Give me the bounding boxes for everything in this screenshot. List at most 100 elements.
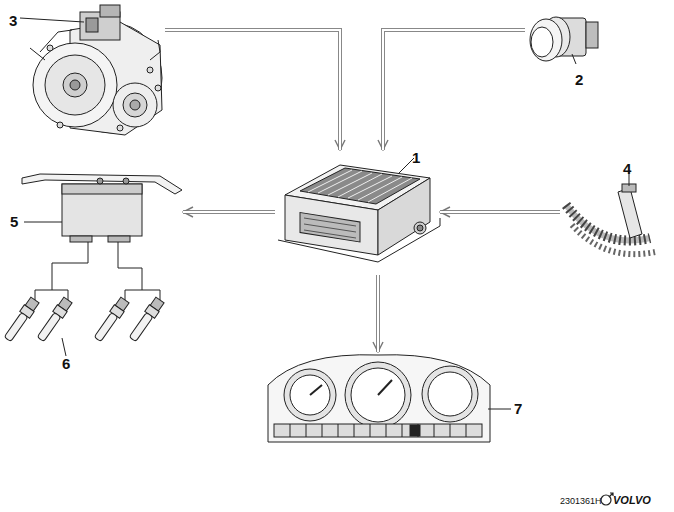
connector-outline — [383, 30, 525, 150]
instrument-cluster-component: 7 — [265, 352, 525, 450]
injection-pump-illustration-part — [40, 30, 72, 52]
switch-illustration — [530, 17, 598, 64]
switch-illustration-part — [530, 19, 562, 61]
injection-pump-illustration-part — [30, 48, 45, 60]
callout-number: 5 — [10, 214, 18, 230]
injection-pump-illustration-part — [147, 67, 153, 73]
instrument-cluster-illustration-part — [351, 368, 405, 422]
injection-pump-illustration-part — [70, 80, 80, 90]
switch-illustration-part — [586, 22, 598, 48]
injection-pump-illustration-part — [33, 43, 117, 127]
sensor-illustration-part-part — [4, 312, 28, 341]
pump-component: 3 — [5, 5, 165, 135]
switch-illustration-part — [572, 54, 576, 64]
sensor-illustration-part — [62, 338, 66, 356]
instrument-cluster-illustration-part — [410, 425, 420, 436]
callout-number: 6 — [62, 356, 70, 372]
callout-number: 7 — [514, 401, 522, 417]
signal-arrow — [383, 30, 525, 150]
relay-unit-illustration-part — [97, 178, 103, 184]
instrument-cluster-illustration-part — [378, 380, 392, 395]
instrument-cluster-illustration-part — [268, 355, 490, 442]
relay-unit-illustration-part — [118, 242, 142, 290]
injection-pump-illustration-part — [63, 73, 87, 97]
sensor-illustration-part — [93, 297, 130, 343]
resistor-coil-illustration-part — [618, 188, 642, 238]
control-unit-illustration-part — [414, 222, 426, 234]
signal-arrow — [440, 212, 560, 213]
instrument-cluster-illustration-part — [345, 362, 411, 428]
relay-unit-illustration-part — [22, 174, 182, 194]
connector-inner — [165, 30, 340, 150]
connector-outline — [52, 242, 88, 290]
relay-unit-component: 5 — [8, 170, 183, 242]
injection-pump-illustration-part — [57, 122, 63, 128]
connector-inner — [440, 211, 560, 213]
injection-pump-illustration-part — [100, 5, 120, 17]
resistor-coil-illustration — [566, 172, 655, 254]
instrument-cluster-illustration-part — [428, 372, 472, 416]
switch-illustration-part — [531, 27, 553, 57]
control-unit-illustration-part — [285, 195, 378, 255]
relay-unit-illustration-part — [108, 236, 130, 242]
brand-logo-symbol-part — [609, 493, 613, 497]
connector-outline — [376, 275, 380, 352]
control-unit-illustration — [278, 158, 440, 262]
connector-outline — [183, 210, 275, 214]
brand-logo-symbol — [601, 493, 613, 505]
sensor-illustration-part — [128, 297, 165, 343]
brand-logo-text: VOLVO — [613, 494, 651, 506]
signal-arrow — [165, 30, 340, 150]
connector-inner — [183, 211, 275, 213]
sensor-group-component: 6 — [15, 290, 195, 375]
control-unit-illustration-part — [308, 170, 412, 202]
injection-pump-illustration-part — [130, 100, 140, 110]
sensor-illustration-part — [36, 297, 73, 343]
injection-pump-illustration-part — [113, 83, 157, 127]
relay-unit-illustration-part — [62, 184, 142, 194]
instrument-cluster-illustration-part — [422, 366, 478, 422]
callout-number: 1 — [412, 150, 420, 166]
instrument-cluster-illustration — [268, 355, 511, 442]
injection-pump-illustration-part — [20, 18, 84, 22]
instrument-cluster-illustration-part — [290, 375, 330, 415]
injection-pump-illustration-part — [155, 85, 161, 91]
connector-inner — [377, 275, 379, 352]
instrument-cluster-illustration-part — [290, 424, 466, 437]
relay-unit-illustration-part — [24, 222, 62, 223]
callout-number: 3 — [9, 13, 17, 29]
relay-unit-illustration-part — [70, 236, 92, 242]
connector-outline — [165, 30, 340, 150]
callout-number: 4 — [623, 161, 631, 177]
wire-connector — [52, 242, 88, 290]
injection-pump-illustration-part — [86, 18, 98, 32]
injection-pump-illustration-part — [45, 55, 105, 115]
instrument-cluster-illustration-part — [488, 409, 511, 410]
control-unit-illustration-part — [417, 225, 423, 231]
injection-pump-illustration-part — [123, 93, 147, 117]
resistor-coil-illustration-part — [572, 225, 655, 254]
injection-pump-illustration — [20, 5, 162, 135]
sensor-illustration — [3, 297, 165, 356]
relay-unit-illustration-part — [123, 178, 129, 184]
callout-number: 2 — [575, 72, 583, 88]
control-unit-illustration-part — [398, 158, 414, 174]
connector-inner — [383, 30, 525, 150]
instrument-cluster-illustration-part — [284, 369, 336, 421]
relay-unit-illustration — [22, 174, 182, 300]
switch-component: 2 — [525, 8, 605, 88]
instrument-cluster-illustration-part — [310, 385, 322, 395]
control-unit-component: 1 — [275, 150, 440, 275]
sensor-illustration-part-part — [94, 312, 118, 341]
sensor-illustration-part-part — [129, 312, 153, 341]
connector-outline — [440, 210, 560, 214]
control-unit-illustration-part — [304, 218, 356, 238]
sensor-illustration-part — [3, 297, 40, 343]
coil-component: 4 — [560, 155, 665, 260]
sensor-illustration-part-part — [37, 312, 61, 341]
injection-pump-illustration-part — [117, 125, 123, 131]
relay-unit-illustration-part — [62, 184, 142, 236]
